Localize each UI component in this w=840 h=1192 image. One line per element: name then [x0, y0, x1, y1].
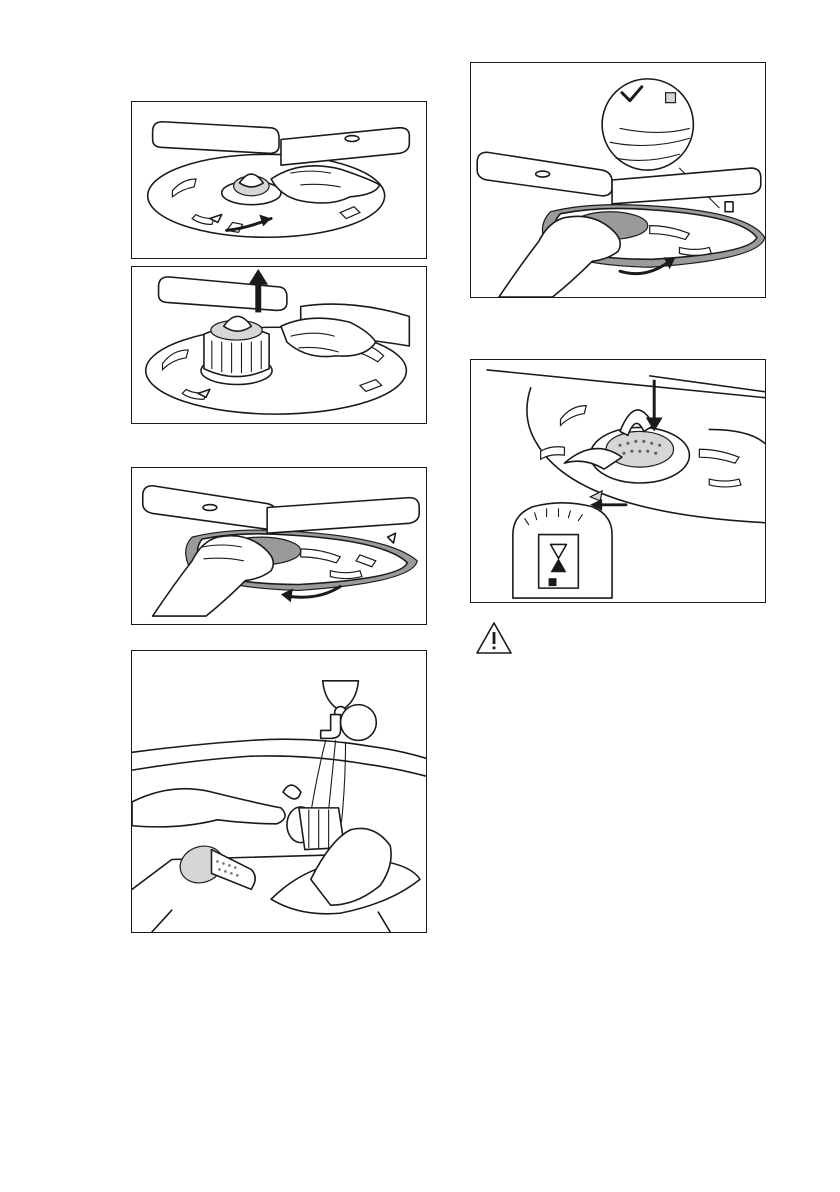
illustration-lift-filter [132, 267, 426, 423]
illustration-remove-flat-filter [132, 468, 426, 624]
figure-rinse-filters [131, 650, 427, 933]
illustration-rinse-filters [132, 651, 426, 932]
illustration-unlock-filter [132, 102, 426, 258]
figure-reinsert-filter [470, 359, 766, 603]
illustration-reinsert-filter [471, 360, 765, 602]
illustration-reinstall-flat-filter [471, 63, 765, 297]
figure-remove-flat-filter [131, 467, 427, 625]
figure-unlock-filter [131, 101, 427, 259]
warning-triangle-icon [474, 620, 514, 656]
figure-reinstall-flat-filter [470, 62, 766, 298]
figure-lift-filter [131, 266, 427, 424]
